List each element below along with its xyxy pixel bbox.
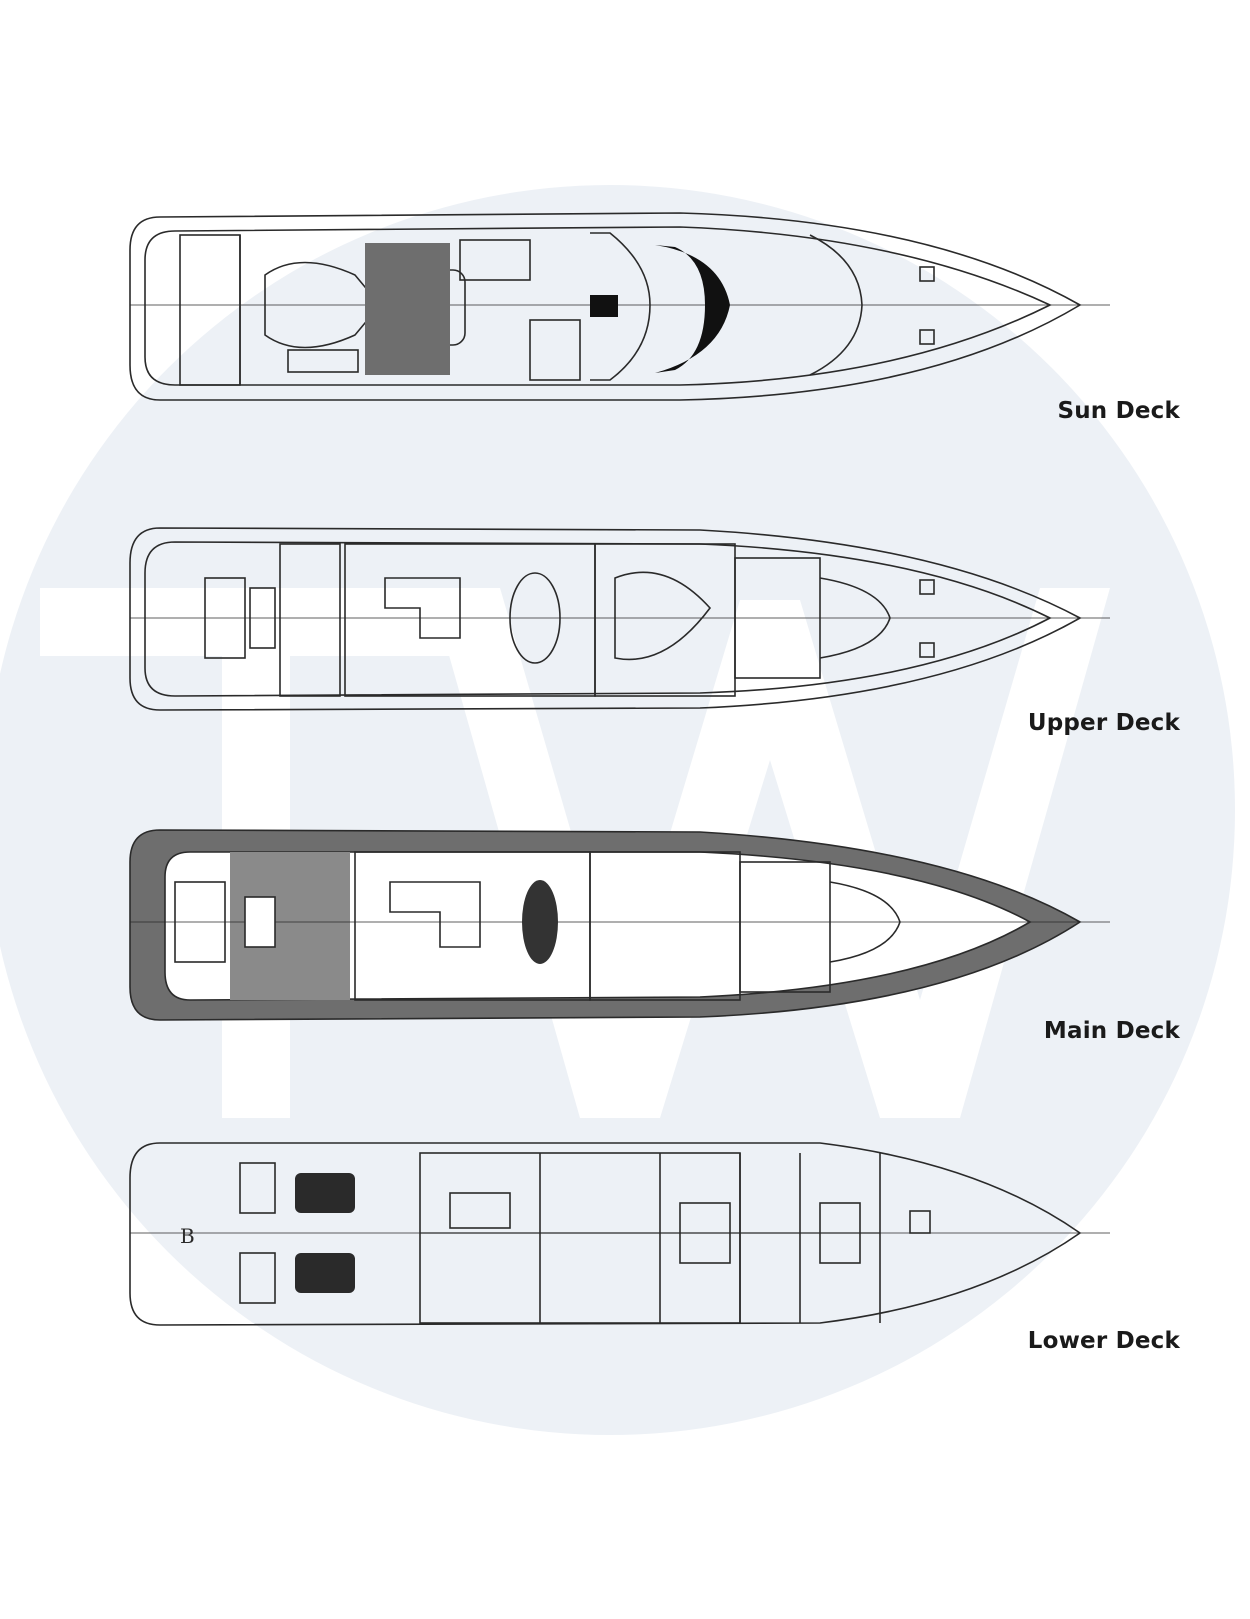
lower-deck-drawing: B <box>129 1142 1110 1326</box>
sun-deck-windscreen <box>655 245 730 373</box>
sun-deck-drawing <box>129 212 1110 401</box>
lower-deck-label: Lower Deck <box>1027 1328 1180 1354</box>
upper-deck-plan <box>120 518 1110 728</box>
main-deck-label: Main Deck <box>1043 1018 1180 1044</box>
upper-deck-label: Upper Deck <box>1027 710 1180 736</box>
upper-deck-drawing <box>129 527 1110 711</box>
watermark-circle <box>0 185 1235 1435</box>
sun-deck-plan <box>120 205 1110 415</box>
main-deck-drawing <box>129 829 1110 1021</box>
lower-deck-mark: B <box>180 1224 195 1248</box>
sun-deck-label: Sun Deck <box>1057 398 1180 424</box>
sun-deck-helm <box>590 295 618 317</box>
sun-deck-teak-floor <box>365 243 450 375</box>
main-deck-plan <box>120 822 1110 1032</box>
main-deck-dining-table <box>522 880 558 964</box>
lower-deck-plan: B <box>120 1133 1110 1343</box>
lower-deck-engines <box>295 1173 355 1293</box>
